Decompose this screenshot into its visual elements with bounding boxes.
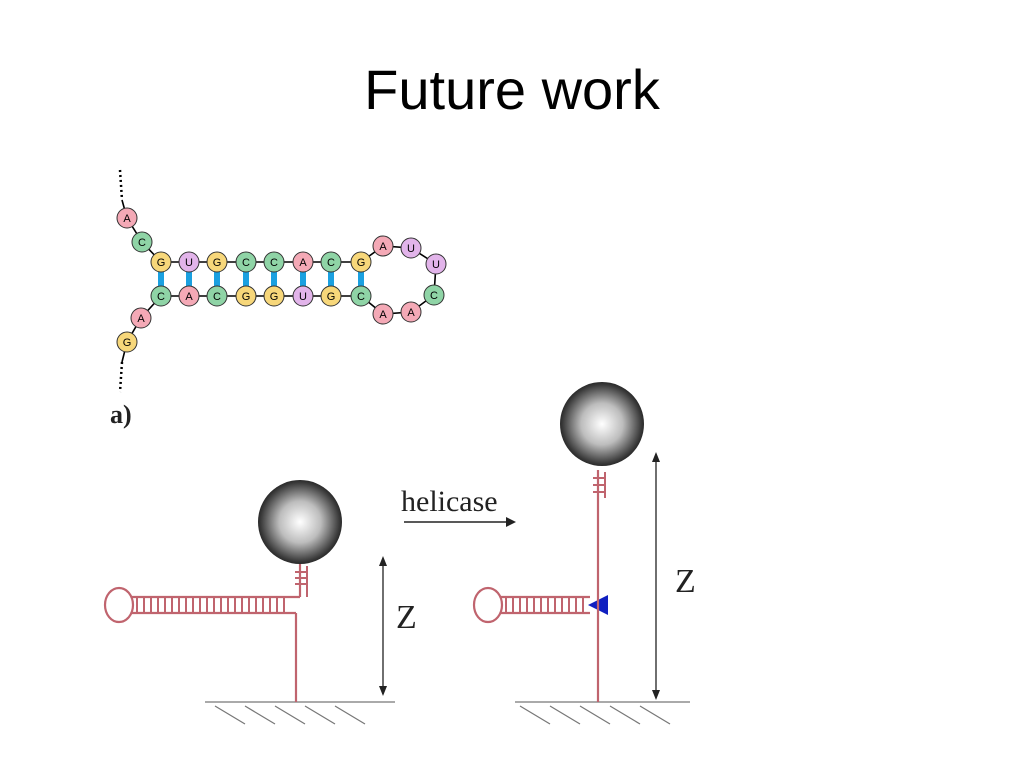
right-distance-arrow-up <box>652 452 660 462</box>
left-distance-arrow-up <box>379 556 387 566</box>
nucleotide-loop: A <box>372 303 394 325</box>
right-distance-arrow-down <box>652 690 660 700</box>
nucleotide-loop: U <box>400 237 422 259</box>
left-stem-rungs <box>136 597 285 613</box>
svg-text:C: C <box>157 291 165 303</box>
right-stem-rungs <box>505 597 584 613</box>
nucleotide-stem-bottom: G <box>263 285 285 307</box>
svg-text:C: C <box>357 291 365 303</box>
svg-text:G: G <box>157 257 166 269</box>
nucleotide-3-tail: A <box>130 307 152 329</box>
nucleotide-stem-bottom: C <box>350 285 372 307</box>
nucleotide-stem-top: G <box>206 251 228 273</box>
svg-text:A: A <box>137 313 145 325</box>
left-distance-label: Z <box>396 599 417 636</box>
helicase-arrow-group: helicase <box>401 485 516 527</box>
nucleotide-stem-bottom: G <box>235 285 257 307</box>
nucleotide-loop: A <box>372 235 394 257</box>
svg-text:G: G <box>357 257 366 269</box>
strand-5-dots <box>118 169 124 201</box>
right-schematic: Z <box>472 382 696 725</box>
nucleotide-stem-top: C <box>235 251 257 273</box>
svg-text:C: C <box>430 290 438 302</box>
nucleotide-stem-bottom: G <box>320 285 342 307</box>
svg-text:A: A <box>185 291 193 303</box>
right-surface-hatch <box>519 705 671 725</box>
svg-text:A: A <box>123 213 131 225</box>
svg-text:C: C <box>213 291 221 303</box>
right-bead <box>560 382 644 466</box>
nucleotide-5-tail: A <box>116 207 138 229</box>
svg-text:C: C <box>242 257 250 269</box>
svg-text:G: G <box>123 337 132 349</box>
nucleotide-stem-bottom: C <box>206 285 228 307</box>
right-linker-rungs <box>593 477 605 493</box>
svg-text:A: A <box>379 241 387 253</box>
nucleotide-loop: C <box>423 284 445 306</box>
right-hairpin-loop <box>472 586 504 624</box>
nucleotide-stem-top: C <box>263 251 285 273</box>
left-schematic: Z <box>103 480 417 725</box>
nucleotide-stem-bottom: U <box>292 285 314 307</box>
svg-text:U: U <box>185 257 193 269</box>
svg-text:U: U <box>299 291 307 303</box>
svg-text:G: G <box>270 291 279 303</box>
svg-text:A: A <box>299 257 307 269</box>
nucleotide-stem-top: G <box>150 251 172 273</box>
helicase-arrow-head <box>506 517 516 527</box>
nucleotide-stem-top: U <box>178 251 200 273</box>
nucleotide-5-tail: C <box>131 231 153 253</box>
svg-text:C: C <box>327 257 335 269</box>
right-distance-label: Z <box>675 563 696 600</box>
svg-text:C: C <box>138 237 146 249</box>
base-pair-bonds <box>158 272 364 286</box>
nucleotide-loop: A <box>400 301 422 323</box>
svg-text:C: C <box>270 257 278 269</box>
helicase-label: helicase <box>401 485 498 518</box>
svg-text:G: G <box>213 257 222 269</box>
nucleotide-stem-top: A <box>292 251 314 273</box>
left-bead <box>258 480 342 564</box>
left-hairpin-loop <box>103 586 135 624</box>
nucleotide-loop: U <box>425 253 447 275</box>
strand-3-dots <box>118 361 124 393</box>
svg-text:G: G <box>242 291 251 303</box>
panel-label: a) <box>110 400 132 429</box>
left-distance-arrow-down <box>379 686 387 696</box>
left-linker-rungs <box>295 571 307 585</box>
svg-text:U: U <box>407 243 415 255</box>
nucleotide-stem-bottom: C <box>150 285 172 307</box>
nucleotide-3-tail: G <box>116 331 138 353</box>
nucleotide-stem-top: G <box>350 251 372 273</box>
rna-backbone <box>121 199 437 363</box>
nucleotide-stem-bottom: A <box>178 285 200 307</box>
svg-text:A: A <box>379 309 387 321</box>
svg-text:A: A <box>407 307 415 319</box>
left-surface-hatch <box>214 705 366 725</box>
slide-title: Future work <box>364 58 660 121</box>
svg-text:G: G <box>327 291 336 303</box>
svg-text:U: U <box>432 259 440 271</box>
nucleotide-stem-top: C <box>320 251 342 273</box>
